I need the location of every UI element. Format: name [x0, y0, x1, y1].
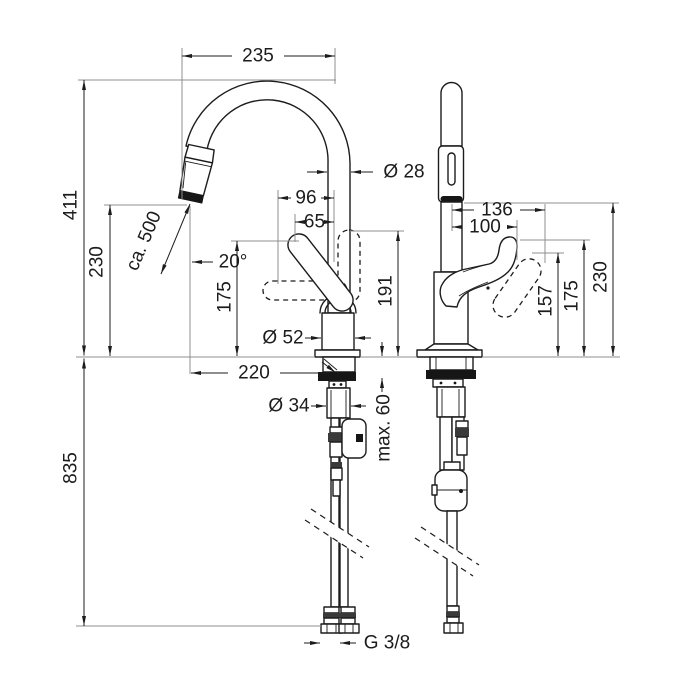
dim-spray-angle: 20°	[219, 252, 248, 273]
side-view	[414, 81, 542, 634]
dim-below-counter-depth: 835	[61, 452, 82, 484]
dimension-lines	[82, 54, 615, 645]
seal-ring-front	[318, 372, 356, 381]
weight-collar	[443, 461, 461, 471]
dim-handle-width: 65	[304, 212, 325, 233]
dim-handle-swing-width: 96	[295, 188, 316, 209]
dim-spout-reach: 220	[238, 363, 270, 384]
base-skirt-side	[424, 343, 479, 351]
dim-spout-pipe-diameter: Ø 28	[383, 162, 424, 183]
base-plate-side	[416, 349, 483, 358]
reference-lines	[76, 48, 620, 627]
dim-outlet-height: 230	[87, 246, 108, 278]
hose-fittings-side	[455, 420, 469, 456]
dim-side-reach-inner: 100	[469, 217, 501, 238]
handle-dashed-side	[492, 258, 542, 318]
dim-handle-top-height: 175	[215, 281, 236, 313]
dim-side-handle-height-low: 157	[536, 285, 557, 317]
dim-side-handle-height-high: 175	[562, 280, 583, 312]
handle-lever-side	[439, 236, 518, 308]
seal-ring-side	[426, 370, 476, 379]
dim-max-counter-thickness: max. 60	[374, 394, 395, 462]
dim-side-reach-outer: 136	[481, 200, 513, 221]
dim-overall-width: 235	[242, 46, 274, 67]
break-lines-front	[304, 508, 370, 559]
hose-end-side	[443, 605, 464, 634]
handle-lever-front	[287, 233, 354, 312]
diverter-housing	[341, 418, 367, 459]
hose-ends-front	[320, 606, 360, 634]
dim-shank-diameter: Ø 34	[268, 396, 310, 417]
dim-side-outlet-height: 230	[591, 261, 612, 293]
base-plate-front	[314, 349, 361, 358]
dim-body-diameter: Ø 52	[262, 328, 303, 349]
dim-hose-pullout: ca. 500	[122, 208, 166, 274]
mounting-spacer-front	[322, 356, 356, 373]
faucet-body-front	[321, 312, 355, 351]
dim-handle-max-height: 191	[376, 275, 397, 307]
hose-fittings-front	[328, 426, 345, 497]
washer-side	[432, 378, 464, 388]
washer-front	[328, 380, 347, 389]
aerator-band-side	[440, 196, 463, 202]
spray-head-side-top	[440, 81, 463, 147]
break-lines-side	[414, 526, 480, 577]
dim-connection-thread: G 3/8	[364, 633, 410, 654]
threaded-shank-side	[436, 386, 466, 418]
spray-head-slot	[447, 152, 456, 186]
dim-overall-height: 411	[61, 190, 82, 220]
spray-head	[177, 143, 215, 204]
threaded-shank-front	[326, 387, 351, 419]
handle-dashed-horizontal	[262, 280, 348, 301]
